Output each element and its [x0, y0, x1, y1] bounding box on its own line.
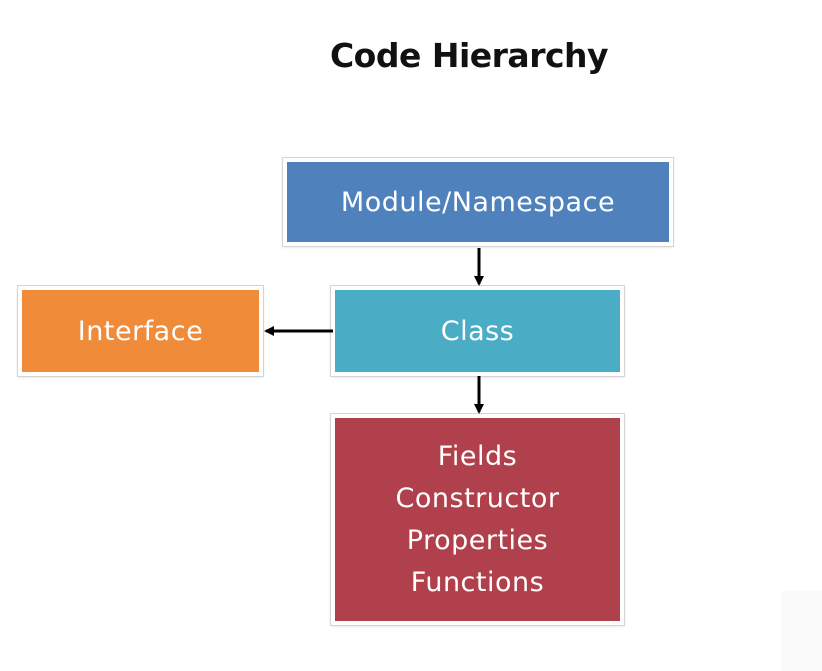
class-box: Class [330, 285, 625, 377]
module-namespace-box: Module/Namespace [282, 157, 674, 247]
member-functions: Functions [410, 566, 545, 598]
class-label: Class [440, 315, 515, 347]
member-fields: Fields [437, 440, 518, 472]
module-namespace-label: Module/Namespace [340, 186, 616, 218]
corner-shade [782, 591, 822, 671]
interface-box: Interface [17, 285, 264, 377]
interface-label: Interface [77, 315, 204, 347]
diagram-title: Code Hierarchy [329, 36, 609, 75]
member-constructor: Constructor [395, 482, 560, 514]
class-members-box: Fields Constructor Properties Functions [330, 413, 625, 626]
member-properties: Properties [406, 524, 549, 556]
